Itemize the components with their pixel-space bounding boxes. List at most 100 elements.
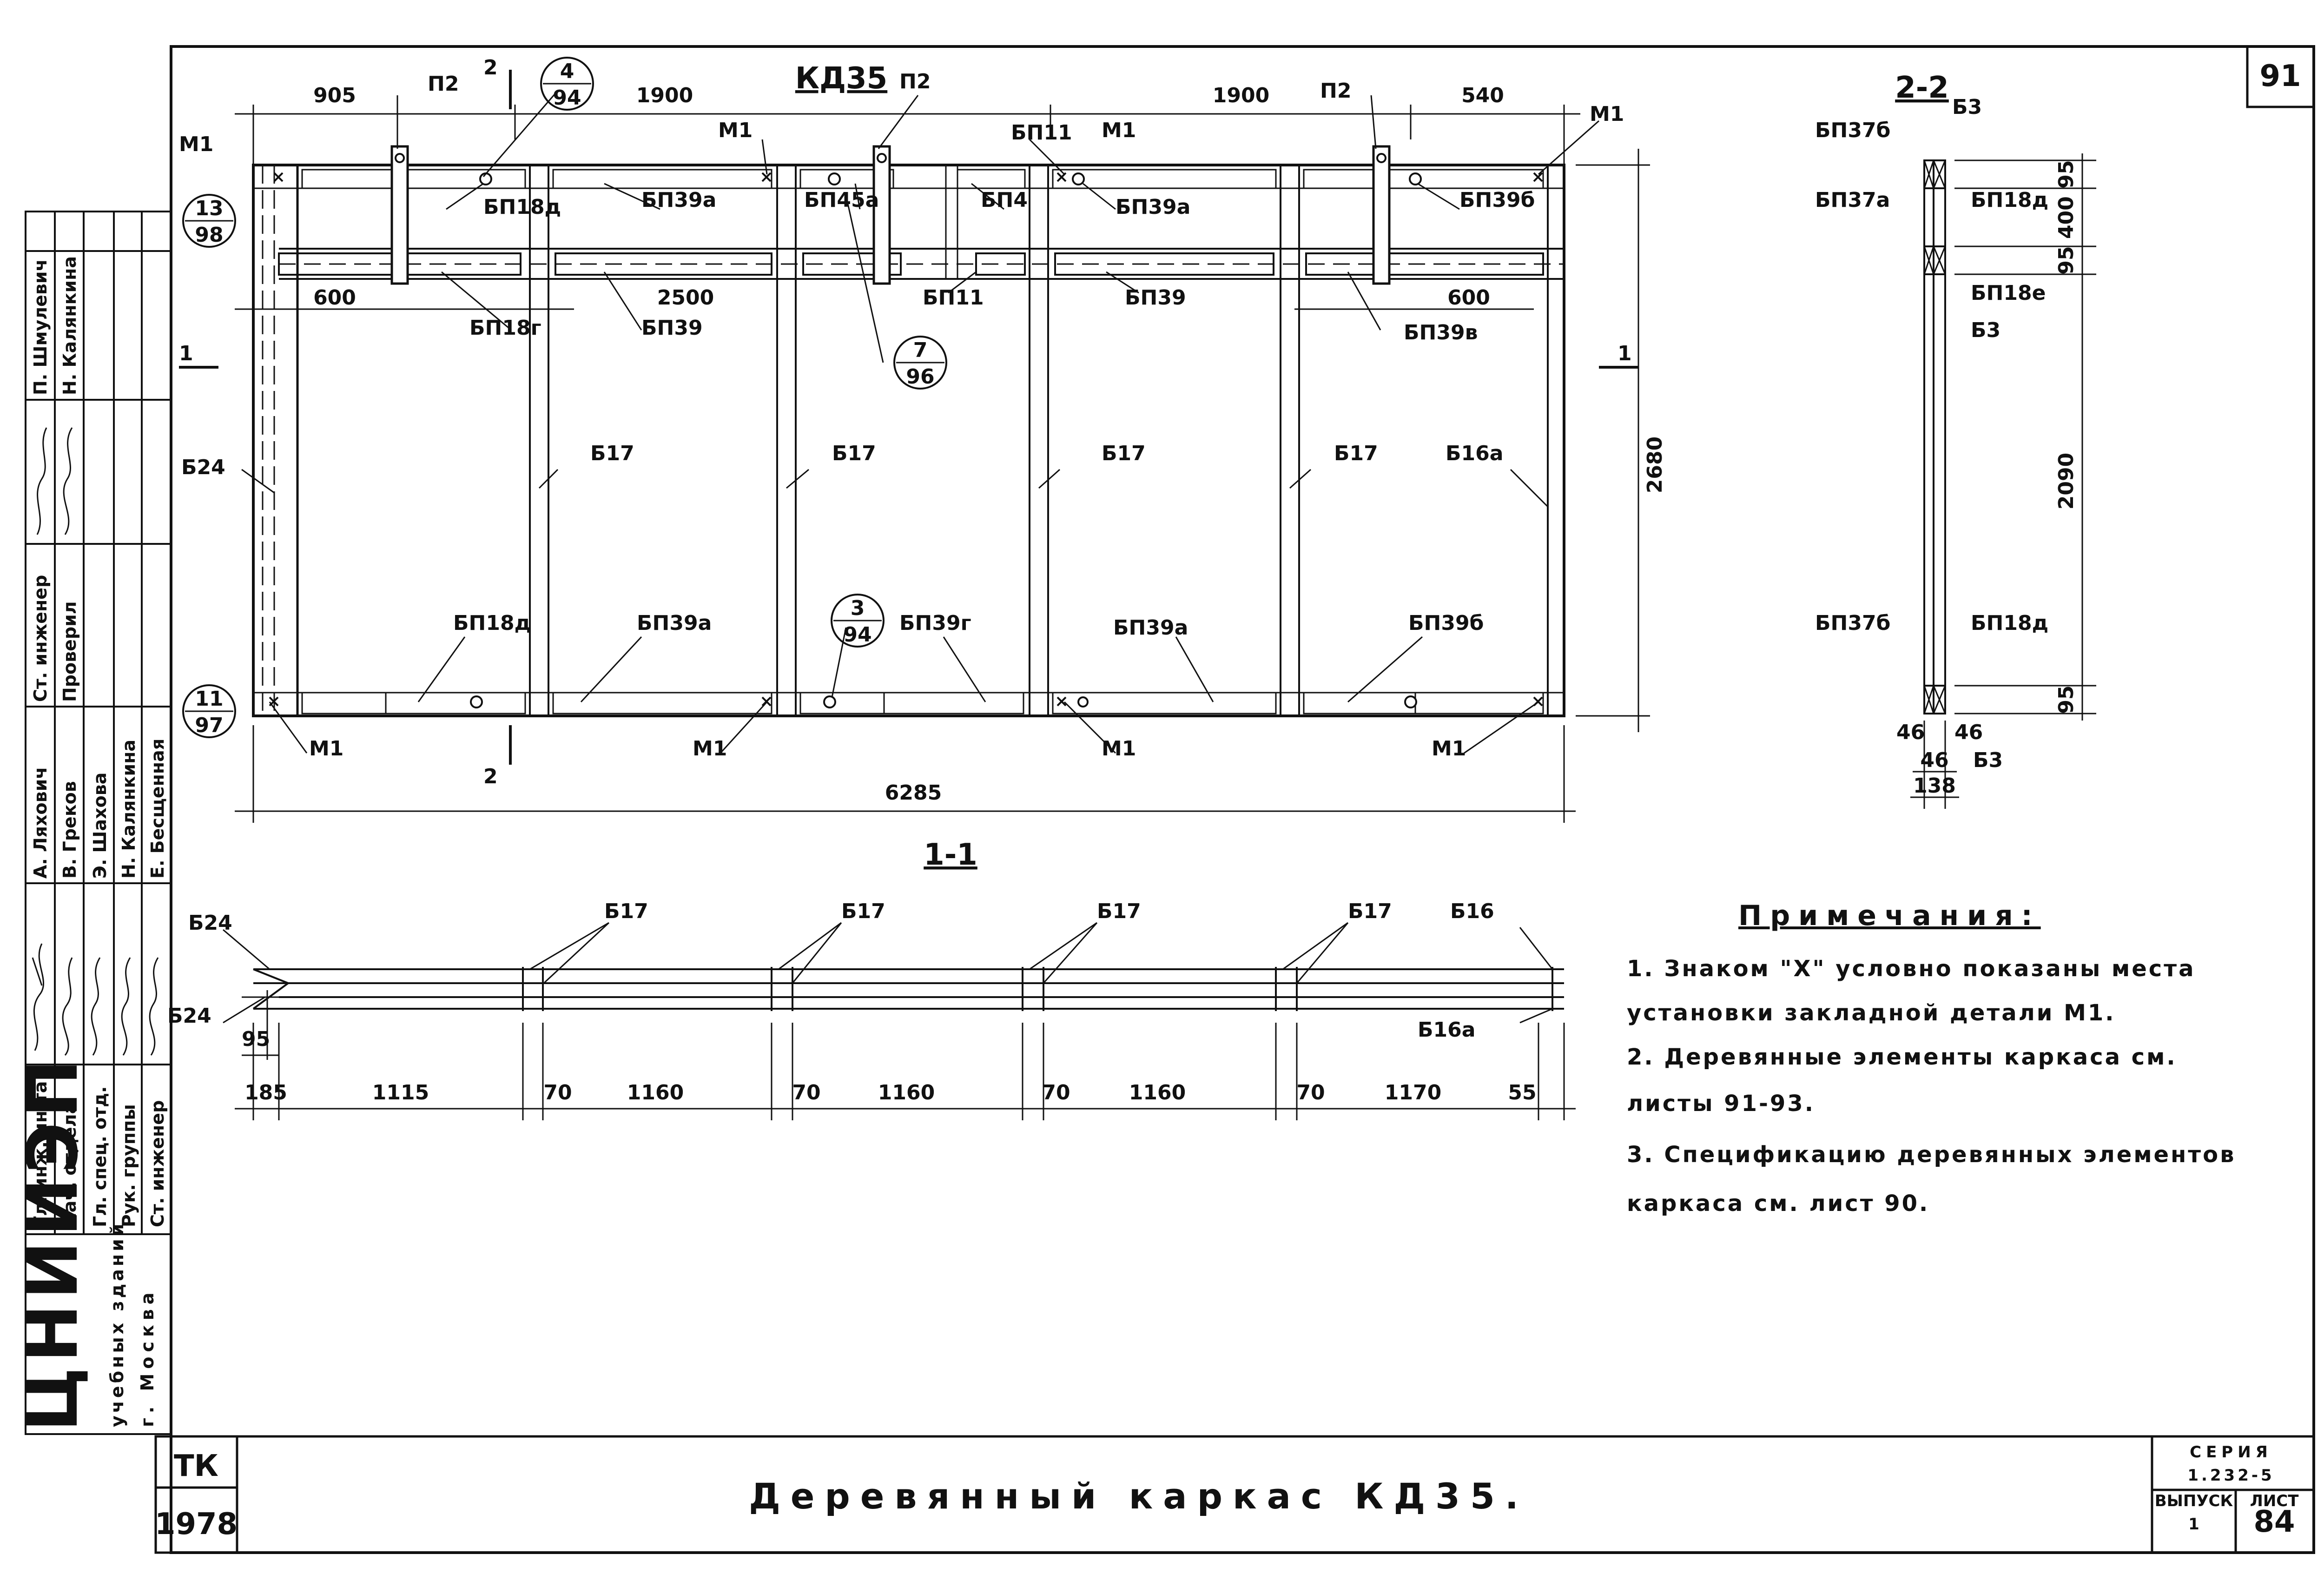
dim-mid-2: 2500 <box>657 286 714 310</box>
label-bp39a-bot2: БП39а <box>1113 616 1188 640</box>
label-m1-b3: М1 <box>1102 737 1136 761</box>
svg-text:94: 94 <box>553 86 581 110</box>
title-tk: ТК <box>174 1449 218 1483</box>
dim-mid-1: 600 <box>313 286 356 310</box>
stamp-role2-1: Ст. инженер <box>30 575 51 702</box>
label-s22-bp18d-bot: БП18д <box>1971 611 2048 635</box>
label-s11-b17-2: Б17 <box>841 900 885 923</box>
label-bp39: БП39 <box>641 316 703 340</box>
dim-s22-400: 400 <box>2054 196 2078 239</box>
label-bp11-mid: БП11 <box>923 286 984 310</box>
dim-s11-185: 185 <box>244 1081 287 1105</box>
dim-s11-70-4: 70 <box>1296 1081 1325 1105</box>
label-b24: Б24 <box>181 456 225 479</box>
dim-s11-1160-3: 1160 <box>1129 1081 1186 1105</box>
label-m1-t2: М1 <box>718 119 753 142</box>
stamp-role-2: Нач. отдела <box>59 1102 80 1227</box>
dim-s11-1170: 1170 <box>1385 1081 1441 1105</box>
dim-s11-70-2: 70 <box>792 1081 820 1105</box>
stamp-name-3: Э. Шахова <box>90 773 110 879</box>
label-bp18d-top: БП18д <box>483 195 561 219</box>
svg-text:3: 3 <box>851 596 865 620</box>
callout-11-97: 11 97 <box>182 684 236 738</box>
stamp-org: ЦНИИЭП <box>13 1055 93 1432</box>
stamp-role-5: Ст. инженер <box>147 1100 168 1227</box>
dim-s11-1160-1: 1160 <box>627 1081 684 1105</box>
label-m1-tl: М1 <box>179 132 213 156</box>
stamp-name-1: А. Ляхович <box>30 767 51 879</box>
series-label: СЕРИЯ <box>2190 1443 2272 1462</box>
label-s11-b17-3: Б17 <box>1097 900 1141 923</box>
label-bp11-top: БП11 <box>1011 121 1072 145</box>
dim-top-4: 540 <box>1461 84 1504 107</box>
stamp-role2-2: Проверил <box>59 601 80 702</box>
label-m1-b4: М1 <box>1432 737 1466 761</box>
dim-mid-3: 600 <box>1447 286 1490 310</box>
title-block: ТК 1978 Деревянный каркас КД35. СЕРИЯ 1.… <box>154 1435 2315 1554</box>
hanger-p2-3 <box>1372 145 1391 285</box>
label-bp45a: БП45а <box>804 188 879 212</box>
label-bp4: БП4 <box>981 188 1028 212</box>
stamp-role-1: Гл. инж. ин-та <box>30 1081 51 1227</box>
side-stamp: Гл. инж. ин-та Нач. отдела Гл. спец. отд… <box>13 211 172 1435</box>
notes-line-4: листы 91-93. <box>1627 1091 1815 1117</box>
stamp-name2-2: Н. Калянкина <box>59 256 80 395</box>
drawing-title: Деревянный каркас КД35. <box>749 1475 1529 1517</box>
notes-line-5: 3. Спецификацию деревянных элементов <box>1627 1142 2236 1168</box>
label-s22-b3-top: Б3 <box>1952 95 1982 119</box>
svg-text:97: 97 <box>195 714 223 737</box>
label-s22-bp37a: БП37а <box>1815 188 1890 212</box>
label-bp39a-bot: БП39а <box>637 611 712 635</box>
sheet-value: 84 <box>2253 1505 2295 1539</box>
stamp-name-2: В. Греков <box>59 781 80 879</box>
dim-s22-138: 138 <box>1913 774 1956 798</box>
label-bp39a-top2: БП39а <box>1116 195 1190 219</box>
notes: Примечания: 1. Знаком "Х" условно показа… <box>1627 900 2236 1217</box>
callout-13-98: 13 98 <box>182 194 236 248</box>
hanger-p2-1 <box>390 145 409 285</box>
sheet-label: ЛИСТ <box>2250 1492 2299 1510</box>
section-1-right: 1 <box>1618 342 1632 365</box>
label-s11-b16: Б16 <box>1450 900 1494 923</box>
dim-s11-55: 55 <box>1508 1081 1536 1105</box>
label-s11-b17-1: Б17 <box>604 900 648 923</box>
dim-s22-46-l: 46 <box>1896 721 1925 744</box>
sheet-number: 91 <box>2259 59 2301 93</box>
label-s22-bp37b-bot: БП37б <box>1815 611 1890 635</box>
dim-top-1: 905 <box>313 84 356 107</box>
dim-top-3: 1900 <box>1213 84 1269 107</box>
notes-line-1: 1. Знаком "Х" условно показаны места <box>1627 956 2195 982</box>
svg-text:94: 94 <box>843 623 872 647</box>
stamp-role-4: Рук. группы <box>119 1104 139 1227</box>
label-m1-b2: М1 <box>693 737 727 761</box>
section-2-bottom: 2 <box>483 765 498 788</box>
label-s22-b3-bot: Б3 <box>1973 748 2003 772</box>
issue-label: ВЫПУСК <box>2155 1492 2233 1510</box>
frame-outline <box>252 164 1565 717</box>
svg-text:4: 4 <box>560 60 574 83</box>
label-bp18d-bot: БП18д <box>453 611 531 635</box>
dim-s22-46-r: 46 <box>1954 721 1983 744</box>
sheet-number-box: 91 <box>2246 45 2315 108</box>
dim-s11-70-3: 70 <box>1042 1081 1070 1105</box>
notes-heading: Примечания: <box>1738 900 2041 932</box>
svg-text:13: 13 <box>195 197 223 220</box>
section-2-top: 2 <box>483 56 498 79</box>
notes-line-3: 2. Деревянные элементы каркаса см. <box>1627 1044 2177 1070</box>
main-view-title: КД35 <box>795 61 887 96</box>
series-value: 1.232-5 <box>2187 1466 2274 1485</box>
dim-s22-46-m: 46 <box>1920 748 1948 772</box>
label-bp39v: БП39в <box>1404 321 1478 344</box>
notes-line-2: установки закладной детали М1. <box>1627 1000 2115 1026</box>
notes-line-6: каркаса см. лист 90. <box>1627 1191 1929 1217</box>
label-s11-b24-bot: Б24 <box>167 1004 211 1028</box>
sheet-frame <box>156 45 2315 1554</box>
section-1-left: 1 <box>179 342 193 365</box>
stamp-name-4: Н. Калянкина <box>119 740 139 879</box>
label-bp39a-top: БП39а <box>641 188 716 212</box>
stamp-roles: Гл. инж. ин-та Нач. отдела Гл. спец. отд… <box>30 256 168 1227</box>
label-bp39-mid: БП39 <box>1125 286 1186 310</box>
section-2-2: 2-2 Б3 БП37б БП37а БП18д БП18е Б3 БП3 <box>1815 71 2096 809</box>
